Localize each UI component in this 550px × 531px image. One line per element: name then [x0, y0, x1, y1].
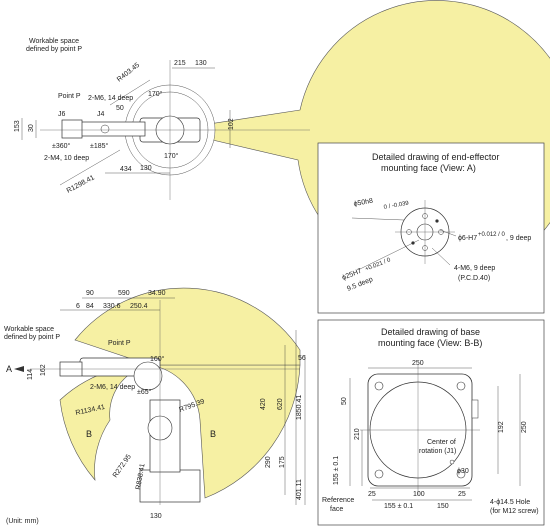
side-workable-top — [74, 287, 301, 366]
side-dim-40111: 401.11 — [296, 479, 303, 500]
top-r-outer: R1298.41 — [66, 174, 96, 194]
top-j6: J6 — [58, 111, 66, 118]
panel-b-center-1: Center of — [427, 439, 456, 446]
panel-b-center-2: rotation (J1) — [419, 448, 456, 455]
side-arrow-b1: B — [86, 429, 92, 439]
top-arm-2 — [79, 121, 146, 137]
base-hole-tl — [374, 381, 384, 391]
panel-b-dim-210: 210 — [354, 428, 361, 440]
panel-end-effector: Detailed drawing of end-effector mountin… — [317, 142, 545, 314]
panel-b-hole-2: (for M12 screw) — [490, 508, 539, 515]
side-dim-420: 420 — [260, 398, 267, 410]
side-dim-6: 6 — [76, 303, 80, 310]
side-point-p: Point P — [108, 340, 131, 347]
side-base — [139, 469, 201, 503]
base-hole-br — [456, 469, 466, 479]
panel-b-dim-155b: 155 ± 0.1 — [384, 503, 413, 510]
panel-b-ref-2: face — [330, 506, 343, 513]
panel-b-dim-250-right: 250 — [521, 421, 528, 433]
side-workable-label-1: Workable space — [4, 326, 54, 333]
side-dim-290: 290 — [265, 456, 272, 468]
top-workable-label-2: defined by point P — [26, 46, 82, 53]
top-dim-130: 130 — [195, 60, 207, 67]
base-hole-tr — [456, 381, 466, 391]
top-dim-215: 215 — [174, 60, 186, 67]
panel-b-dim-192: 192 — [498, 421, 505, 433]
side-dim-3306: 330.6 — [103, 303, 121, 310]
side-dim-1850: 1850.41 — [296, 395, 303, 420]
side-view: 90 590 34.90 6 84 330.6 250.4 Workable s… — [4, 287, 306, 525]
side-dim-56: 56 — [298, 355, 306, 362]
panel-b-dim-50: 50 — [341, 397, 348, 405]
flange-pin-1 — [435, 219, 439, 223]
side-dim-2504: 250.4 — [130, 303, 148, 310]
top-point-p: Point P — [58, 93, 81, 100]
panel-b-title-1: Detailed drawing of base — [381, 327, 480, 337]
top-dim-50: 50 — [116, 105, 124, 112]
top-workable-label-1: Workable space — [29, 38, 79, 45]
panel-b-dim-250-top: 250 — [412, 360, 424, 367]
side-workable-area — [149, 364, 301, 499]
side-dim-175: 175 — [279, 456, 286, 468]
side-shoulder — [133, 361, 163, 391]
top-m6-label: 2-M6, 14 deep — [88, 95, 133, 102]
panel-b-dim-150: 150 — [437, 503, 449, 510]
base-connector — [471, 399, 479, 419]
side-angle-65: ±65° — [137, 388, 152, 396]
panel-a-title-2: mounting face (View: A) — [381, 163, 476, 173]
panel-b-dim-25b: 25 — [458, 491, 466, 498]
top-dim-434: 434 — [120, 166, 132, 173]
side-dim-84: 84 — [86, 303, 94, 310]
base-pin-hole — [449, 459, 455, 465]
panel-a-phi6-tail: , 9 deep — [506, 235, 531, 242]
panel-a-title-1: Detailed drawing of end-effector — [372, 152, 499, 162]
side-arrow-b2: B — [210, 429, 216, 439]
side-dim-590: 590 — [118, 290, 130, 297]
top-dim-30: 30 — [28, 124, 35, 132]
panel-a-m6: 4-M6, 9 deep — [454, 265, 495, 272]
panel-b-dim-155: 155 ± 0.1 — [333, 456, 340, 485]
top-dim-153: 153 — [14, 120, 21, 132]
panel-a-phi6: ϕ6-H7 — [458, 235, 477, 242]
base-hole-bl — [374, 469, 384, 479]
arrow-a-icon — [14, 366, 24, 372]
top-angle-185: ±185° — [90, 142, 109, 150]
panel-b-title-2: mounting face (View: B-B) — [378, 338, 482, 348]
panel-b-phi30: ϕ30 — [457, 468, 469, 475]
side-r-2834: R838.41 — [135, 463, 147, 490]
panel-b-ref-1: Reference — [322, 497, 354, 504]
side-r-27295: R272.95 — [112, 453, 133, 479]
top-dim-130b: 130 — [140, 165, 152, 172]
top-j4: J4 — [97, 111, 105, 118]
panel-b-dim-100: 100 — [413, 491, 425, 498]
top-j4-circle — [100, 124, 110, 134]
panel-b-dim-25a: 25 — [368, 491, 376, 498]
panel-a-phi50: ϕ50h8 — [353, 198, 374, 208]
side-dim-130: 130 — [150, 513, 162, 520]
side-m6-label: 2-M6, 14 deep — [90, 384, 135, 391]
panel-a-phi50-tol: 0 / -0.039 — [383, 201, 410, 211]
side-dim-620: 620 — [277, 398, 284, 410]
panel-a-pcd: (P.C.D.40) — [458, 275, 490, 282]
panel-base: Detailed drawing of base mounting face (… — [317, 319, 545, 526]
top-angle-170b: 170° — [164, 152, 179, 160]
panel-b-hole-1: 4-ϕ14.5 Hole — [490, 499, 530, 506]
side-dim-3490: 34.90 — [148, 290, 166, 297]
side-angle-160: 160° — [150, 355, 165, 363]
side-arrow-a: A — [6, 364, 12, 374]
panel-a-phi6-tol: +0.012 / 0 — [478, 232, 506, 238]
top-dim-102: 102 — [228, 118, 235, 130]
top-angle-170a: 170° — [148, 90, 163, 98]
top-angle-360: ±360° — [52, 142, 71, 150]
top-m4-label: 2-M4, 10 deep — [44, 155, 89, 162]
side-dim-162: 162 — [40, 364, 47, 376]
side-dim-114: 114 — [27, 369, 34, 380]
side-workable-label-2: defined by point P — [4, 334, 60, 341]
top-wrist — [61, 119, 83, 139]
top-r-inner: R403.45 — [116, 62, 141, 84]
side-unit: (Unit: mm) — [6, 518, 39, 525]
side-workable-area-left — [59, 364, 151, 481]
side-dim-90: 90 — [86, 290, 94, 297]
